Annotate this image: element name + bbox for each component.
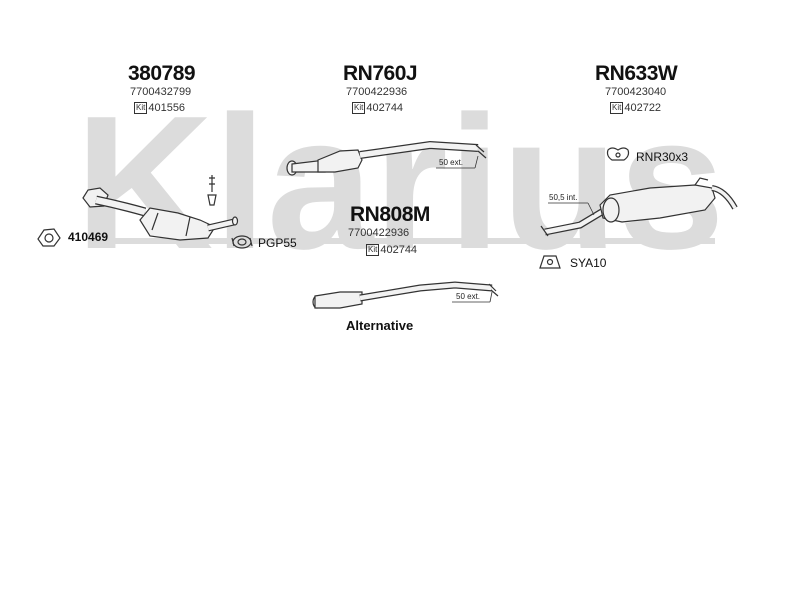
part-ref-rn760j: 7700422936	[346, 86, 408, 98]
kit-marker: Kit	[352, 102, 366, 114]
watermark-underline	[90, 238, 715, 244]
front-catalyst-part	[82, 175, 239, 241]
gasket-label: 410469	[68, 230, 109, 244]
kit-number: 402744	[380, 244, 418, 256]
kit-number: 401556	[148, 102, 186, 114]
centre-silencer-body	[317, 149, 363, 173]
dim-front-pipe: 50 ext.	[439, 158, 464, 167]
rubber-mount-icon	[606, 147, 630, 161]
centre-silencer-part	[286, 140, 487, 176]
part-ref-380789: 7700432799	[130, 86, 192, 98]
dim-alt-pipe: 50 ext.	[456, 292, 481, 301]
part-code-380789: 380789	[128, 62, 196, 85]
alternative-label: Alternative	[346, 318, 414, 333]
kit-number: 402744	[366, 102, 404, 114]
gasket-icon	[37, 228, 61, 247]
part-ref-rn808m: 7700422936	[348, 227, 410, 239]
kit-marker: Kit	[610, 102, 624, 114]
part-code-rn808m: RN808M	[350, 203, 430, 226]
mount-label: SYA10	[570, 256, 607, 270]
kit-marker: Kit	[134, 102, 148, 114]
alternative-silencer-part	[312, 281, 499, 309]
part-ref-rn633w: 7700423040	[605, 86, 667, 98]
rubber-label: RNR30x3	[636, 150, 689, 164]
part-code-rn760j: RN760J	[343, 62, 418, 85]
watermark-text: Klarius	[75, 77, 725, 289]
part-code-rn633w: RN633W	[595, 62, 678, 85]
rear-silencer-part	[540, 177, 738, 237]
clamp-label: PGP55	[258, 236, 297, 250]
kit-marker: Kit	[366, 244, 380, 256]
klarius-watermark: Klarius	[75, 77, 725, 289]
kit-number: 402722	[624, 102, 662, 114]
dim-rear-int: 50,5 int.	[549, 193, 578, 202]
bracket-mount-icon	[539, 255, 561, 269]
rear-silencer-body	[599, 184, 716, 223]
clamp-icon	[231, 235, 253, 249]
alternative-silencer-body	[314, 291, 363, 309]
